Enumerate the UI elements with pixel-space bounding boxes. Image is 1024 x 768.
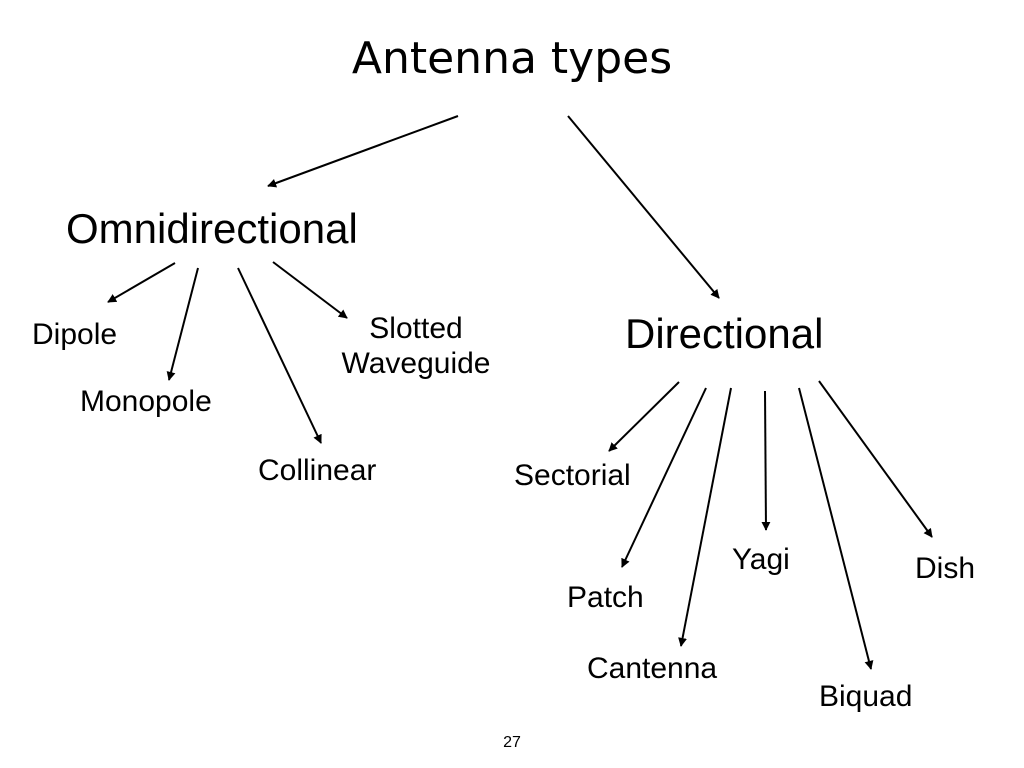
- arrow-to-dish: [818, 380, 933, 538]
- arrow-to-slotted-waveguide: [272, 261, 348, 319]
- type-biquad: Biquad: [819, 680, 913, 713]
- arrow-to-monopole: [166, 267, 199, 381]
- arrow-to-sectorial: [608, 381, 680, 452]
- type-cantenna: Cantenna: [587, 652, 718, 685]
- type-slotted-waveguide: Slotted Waveguide: [322, 312, 510, 381]
- page-number: 27: [503, 734, 521, 751]
- arrow-to-omnidirectional: [267, 115, 459, 188]
- arrow-to-directional: [567, 115, 720, 299]
- arrow-to-dipole: [107, 262, 176, 303]
- arrow-to-yagi: [761, 390, 771, 531]
- diagram-title: Antenna types: [351, 33, 673, 84]
- category-directional: Directional: [625, 310, 824, 357]
- arrow-to-cantenna: [678, 387, 732, 647]
- type-dipole: Dipole: [32, 318, 118, 351]
- arrow-to-patch: [621, 387, 707, 568]
- type-patch: Patch: [567, 581, 644, 614]
- category-omnidirectional: Omnidirectional: [66, 205, 358, 252]
- type-slotted-waveguide-line-2: Waveguide: [341, 346, 491, 380]
- type-dish: Dish: [915, 552, 976, 585]
- type-sectorial: Sectorial: [514, 459, 631, 492]
- type-slotted-waveguide-line-1: Slotted: [369, 312, 463, 345]
- arrow-to-biquad: [798, 387, 874, 670]
- type-collinear: Collinear: [258, 454, 377, 487]
- arrow-to-collinear: [237, 267, 322, 444]
- type-yagi: Yagi: [732, 543, 790, 576]
- type-monopole: Monopole: [80, 385, 212, 418]
